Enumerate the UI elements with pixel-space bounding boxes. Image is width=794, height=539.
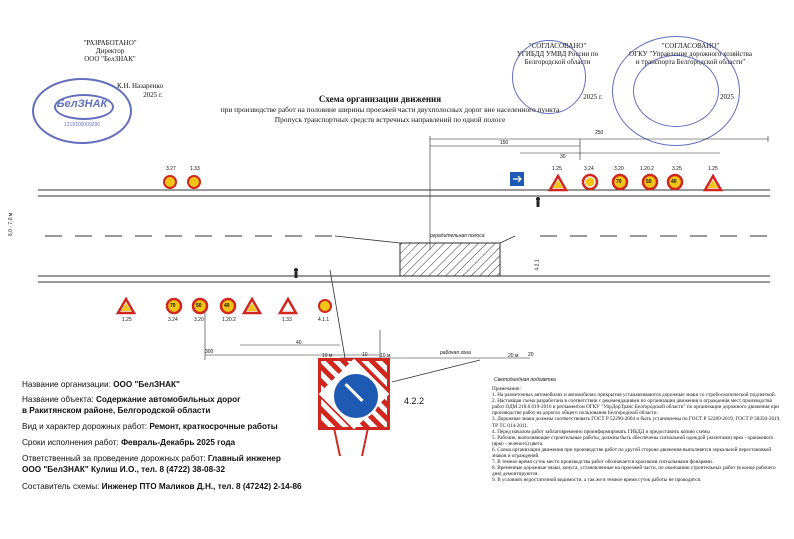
- road-width-label: 6,0 - 7,0 м: [8, 212, 14, 236]
- info-dates: Сроки исполнения работ: Февраль-Декабрь …: [22, 438, 235, 447]
- top-sign-row: [547, 173, 724, 192]
- dim-10m-mid: 10 м: [380, 353, 391, 359]
- bottom-sign-value-3: 40: [224, 303, 230, 309]
- info-responsible-value-2: ООО "БелЗНАК" Кулиш И.О., тел. 8 (4722) …: [22, 465, 225, 474]
- notes-heading: Примечание:: [492, 386, 521, 392]
- info-object-2: в Ракитянском районе, Белгородской облас…: [22, 406, 210, 415]
- note-item: 4. Перед началом работ заблаговременно п…: [492, 428, 710, 435]
- approval-developed-org: ООО "БелЗНАК": [84, 55, 136, 63]
- note-item: 9. В условиях недостаточной видимости, а…: [492, 477, 702, 484]
- bottom-sign-code-1: 1.25: [122, 317, 132, 323]
- bottom-sign-code-3: 3.20: [194, 317, 204, 323]
- top-sign-value-2: 50: [646, 179, 652, 185]
- top-sign-code-1: 1.25: [552, 166, 562, 172]
- info-responsible-2: ООО "БелЗНАК" Кулиш И.О., тел. 8 (4722) …: [22, 465, 225, 474]
- note-item: 1. На разметочных автомобилях и автомоби…: [492, 392, 776, 399]
- top-sign-code-6: 3.27: [166, 166, 176, 172]
- info-responsible-label: Ответственный за проведение дорожных раб…: [22, 454, 206, 463]
- approval-developed: "РАЗРАБОТАНО" Директор ООО "БелЗНАК": [60, 39, 160, 63]
- document-subtitle-2: Пропуск транспортных средств встречных н…: [274, 115, 506, 124]
- dim-10m-left: 10 м: [322, 353, 333, 359]
- stamp-brand: БелЗНАК: [56, 98, 108, 110]
- notes-block: Примечание: 1. На разметочных автомобиля…: [492, 386, 784, 484]
- bottom-sign-code-4: 1.20.2: [222, 317, 236, 323]
- info-org-value: ООО "БелЗНАК": [113, 380, 180, 389]
- bottom-sign-code-2: 3.24: [168, 317, 178, 323]
- info-dates-label: Сроки исполнения работ:: [22, 438, 119, 447]
- dim-250: 250: [595, 130, 604, 136]
- dim-10: 10: [362, 352, 368, 358]
- big-sign-4-2-2: [318, 358, 390, 430]
- bottom-sign-code-5: 1.33: [282, 317, 292, 323]
- info-responsible: Ответственный за проведение дорожных раб…: [22, 454, 281, 463]
- top-sign-code-7: 1.33: [190, 166, 200, 172]
- info-author-label: Составитель схемы:: [22, 482, 100, 491]
- info-object: Название объекта: Содержание автомобильн…: [22, 395, 241, 404]
- note-item: 7. В темное время суток место производст…: [492, 459, 714, 466]
- gibdd-stamp: [512, 40, 586, 114]
- bottom-sign-row: [115, 296, 332, 315]
- info-object-value: Содержание автомобильных дорог: [95, 395, 241, 404]
- bottom-sign-code-6: 4.1.1: [318, 317, 330, 323]
- work-zone-hatch: [399, 242, 501, 277]
- road-admin-stamp: [612, 36, 740, 146]
- big-sign-legs: [333, 428, 369, 458]
- approval-gibdd-year: 2025 г.: [583, 93, 603, 101]
- note-item: 3. Дорожные знаки должны соответствовать…: [492, 416, 781, 429]
- big-sign-code: 4.2.2: [404, 396, 425, 406]
- fence-label: оградительная полоса: [430, 233, 485, 239]
- document-subtitle: при производстве работ на половине ширин…: [220, 105, 560, 114]
- dim-300: 300: [205, 349, 214, 355]
- approval-developed-year: 2025 г.: [143, 91, 163, 99]
- top-sign-value-3: 40: [671, 179, 677, 185]
- top-sign-value-1: 70: [616, 179, 622, 185]
- info-object-value-2: в Ракитянском районе, Белгородской облас…: [22, 406, 211, 415]
- dim-40: 40: [296, 340, 302, 346]
- info-author-value: Инженер ПТО Маликов Д.Н., тел. 8 (47242)…: [101, 482, 302, 491]
- top-sign-code-3: 3.20: [614, 166, 624, 172]
- top-sign-code-4: 1.20.2: [640, 166, 654, 172]
- approval-developed-heading: "РАЗРАБОТАНО": [83, 39, 137, 47]
- top-sign-code-8: 1.25: [708, 166, 718, 172]
- sign-code-421: 4.2.1: [534, 259, 541, 271]
- info-dates-value: Февраль-Декабрь 2025 года: [121, 438, 236, 447]
- info-org-label: Название организации:: [22, 380, 111, 389]
- note-item: 8. Временные дорожные знаки, конуса, уст…: [492, 465, 776, 478]
- info-work-value: Ремонт, краткосрочные работы: [149, 422, 278, 431]
- approval-developed-role: Директор: [95, 47, 125, 55]
- approval-developed-signer: К.Н. Назаренко: [117, 82, 163, 90]
- dim-30: 30: [560, 154, 566, 160]
- info-work: Вид и характер дорожных работ: Ремонт, к…: [22, 422, 278, 431]
- note-item: 6. Схема организации движения при произв…: [492, 446, 772, 460]
- company-stamp: БелЗНАК 1219100009290: [32, 78, 132, 144]
- bottom-sign-value-2: 50: [196, 303, 202, 309]
- top-sign-code-5: 3.25: [672, 166, 682, 172]
- dim-20: 20: [528, 352, 534, 358]
- note-item: 2. Настоящая схема разработана в соответ…: [492, 398, 779, 417]
- document-title: Схема организации движения: [318, 94, 442, 104]
- info-work-label: Вид и характер дорожных работ:: [22, 422, 148, 431]
- info-author: Составитель схемы: Инженер ПТО Маликов Д…: [22, 482, 302, 491]
- info-org: Название организации: ООО "БелЗНАК": [22, 380, 180, 389]
- legend-label: Светодиодная подсветка: [494, 377, 556, 383]
- dim-150: 150: [500, 140, 509, 146]
- note-item: 5. Рабочие, выполняющие строительные раб…: [492, 434, 774, 447]
- bottom-sign-value-1: 70: [170, 303, 176, 309]
- dim-20m: 20 м: [508, 353, 519, 359]
- worker-icons: [294, 197, 540, 278]
- work-zone-label: рабочая зона: [440, 350, 471, 356]
- info-responsible-value: Главный инженер: [207, 454, 281, 463]
- stamp-number: 1219100009290: [63, 122, 101, 128]
- info-object-label: Название объекта:: [22, 395, 94, 404]
- top-sign-code-2: 3.24: [584, 166, 594, 172]
